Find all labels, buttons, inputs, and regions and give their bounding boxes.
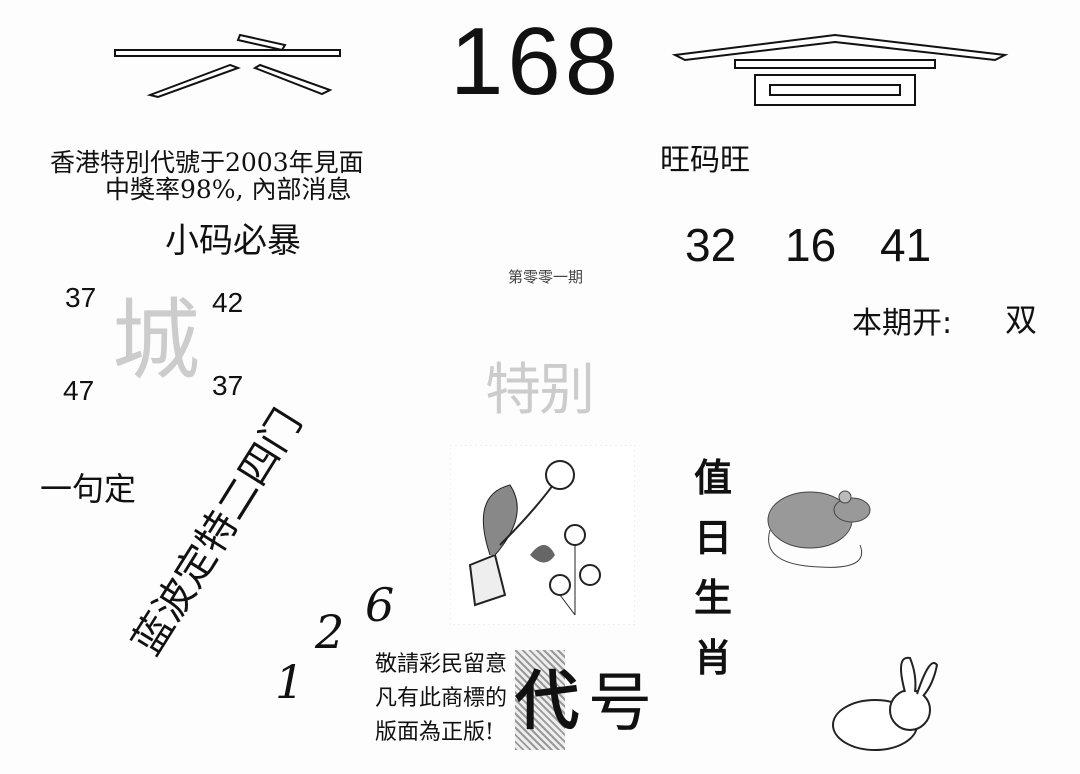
lucky-number-3: 41: [880, 219, 932, 271]
digit-1: 1: [275, 655, 305, 709]
left-number-4: 37: [212, 370, 244, 401]
zodiac-char: 值: [693, 456, 732, 500]
zodiac-char: 生: [693, 576, 732, 620]
left-number-1: 37: [65, 282, 97, 313]
small-code-title: 小码必暴: [165, 221, 301, 261]
header-number: 168: [450, 8, 623, 115]
lucky-number-2: 16: [785, 219, 837, 271]
zodiac-char: 日: [693, 516, 732, 560]
notice-line: 凡有此商標的: [375, 686, 508, 711]
intro-line-2: 中獎率98%, 內部消息: [105, 175, 352, 204]
trademark-image: [515, 650, 565, 750]
digit-6: 6: [365, 578, 395, 632]
rabbit-image: [832, 656, 939, 751]
intro-line-1: 香港特別代號于2003年見面: [50, 148, 364, 177]
notice-line: 敬請彩民留意: [375, 652, 508, 677]
lucky-number-1: 32: [685, 219, 737, 271]
diagonal-tip: 蓝波定特二四门: [123, 401, 312, 664]
zodiac-char: 肖: [693, 636, 732, 680]
notice-line: 版面為正版!: [375, 720, 494, 745]
rat-image: [767, 490, 871, 568]
zodiac-label: 值 日 生 肖: [688, 448, 738, 688]
left-number-3: 47: [63, 375, 95, 406]
this-period-label: 本期开:: [852, 306, 953, 341]
code-label-dai: 代: [515, 665, 579, 739]
code-label-hao: 号: [588, 667, 652, 741]
left-number-2: 42: [212, 287, 244, 318]
lucky-code-title: 旺码旺: [660, 143, 750, 178]
notice-text: 敬請彩民留意 凡有此商標的 版面為正版!: [375, 648, 507, 750]
watermark-cheng: 城: [112, 289, 201, 392]
liu-logo-glyph: [114, 33, 341, 99]
this-period-value: 双: [1005, 301, 1038, 339]
hui-logo-glyph: [671, 33, 1009, 106]
flower-vase-image: [450, 445, 635, 625]
digit-2: 2: [315, 605, 345, 659]
special-watermark: 特别: [485, 358, 595, 423]
issue-number: 第零零一期: [508, 268, 584, 286]
one-sentence-label: 一句定: [40, 470, 137, 508]
